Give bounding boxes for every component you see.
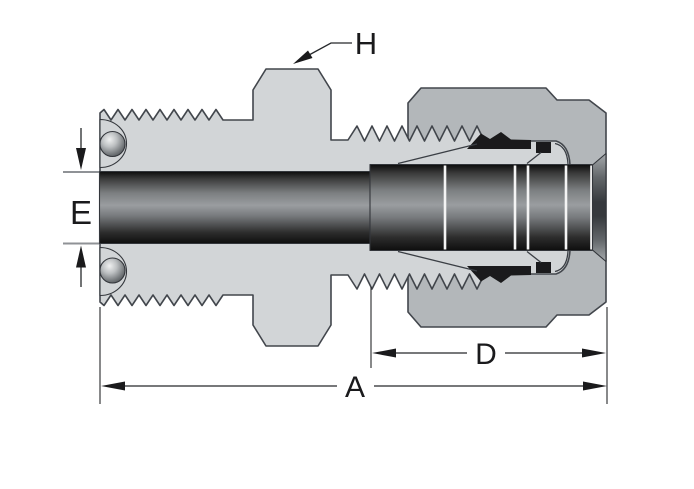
dimension-label-d: D	[475, 338, 497, 371]
back-ferrule-bottom	[536, 262, 551, 273]
nut-interior-arc-top	[554, 142, 569, 165]
nut-back-opening	[591, 152, 607, 263]
ferrule-seat-edge-bottom	[526, 250, 542, 264]
thread-crest-ball-top	[99, 130, 126, 158]
thread-crest-ball-bottom	[99, 257, 126, 284]
a-arrow-left	[101, 381, 125, 391]
front-ferrule-edge-bottom	[397, 250, 478, 272]
thread-gap-top	[467, 132, 531, 149]
dimension-E: E	[63, 128, 99, 287]
dimension-label-h: H	[355, 26, 377, 61]
tube-joint-lines	[443, 165, 593, 250]
e-arrow-top-head	[76, 148, 86, 170]
ferrule-seat-edge-top	[526, 151, 542, 165]
label-H-leader: H	[293, 26, 377, 64]
nut-interior-arc-bottom	[554, 250, 569, 273]
h-leader-arrowhead	[293, 50, 313, 64]
front-ferrule-edge-top	[397, 143, 478, 165]
dimension-A: A	[99, 307, 608, 404]
d-arrow-right	[582, 348, 606, 358]
d-arrow-left	[372, 348, 396, 358]
a-arrow-right	[583, 381, 607, 391]
dimension-label-a: A	[345, 371, 365, 404]
dimension-label-e: E	[70, 194, 92, 231]
bore	[98, 170, 372, 245]
thread-gap-bottom	[467, 266, 531, 283]
back-ferrule-top	[536, 142, 551, 153]
ferrule-edge-lines	[397, 142, 569, 273]
e-arrow-bottom-head	[76, 245, 86, 268]
tube	[369, 163, 593, 252]
dimension-D: D	[370, 287, 606, 371]
